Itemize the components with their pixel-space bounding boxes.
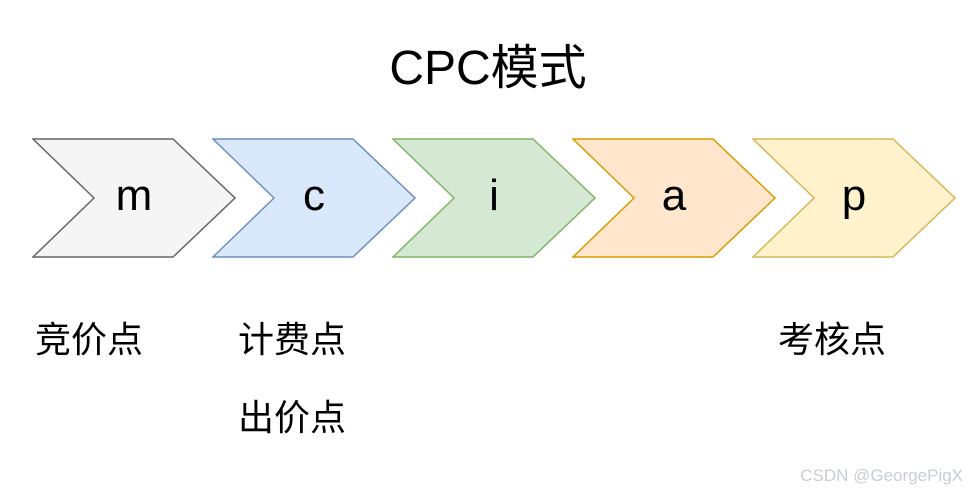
label-bid-point: 竞价点 bbox=[35, 319, 144, 360]
stage-c: c bbox=[212, 138, 416, 258]
label-charge-point: 计费点 bbox=[238, 319, 347, 360]
stage-p: p bbox=[752, 138, 956, 258]
chevron-arrow-icon bbox=[752, 138, 956, 258]
chevron-flow: m c i a p bbox=[0, 138, 976, 258]
stage-letter: a bbox=[661, 171, 687, 220]
chevron-arrow-icon bbox=[212, 138, 416, 258]
chevron-arrow-icon bbox=[32, 138, 236, 258]
stage-letter: i bbox=[489, 171, 499, 220]
watermark: CSDN @GeorgePigX bbox=[800, 466, 963, 485]
stage-letter: m bbox=[115, 171, 153, 220]
label-offer-point: 出价点 bbox=[238, 397, 347, 438]
stage-m: m bbox=[32, 138, 236, 258]
label-assess-point: 考核点 bbox=[778, 319, 887, 360]
chevron-arrow-icon bbox=[572, 138, 776, 258]
stage-letter: p bbox=[841, 171, 867, 220]
stage-i: i bbox=[392, 138, 596, 258]
page-title: CPC模式 bbox=[389, 42, 587, 95]
chevron-arrow-icon bbox=[392, 138, 596, 258]
stage-a: a bbox=[572, 138, 776, 258]
stage-letter: c bbox=[303, 171, 325, 220]
